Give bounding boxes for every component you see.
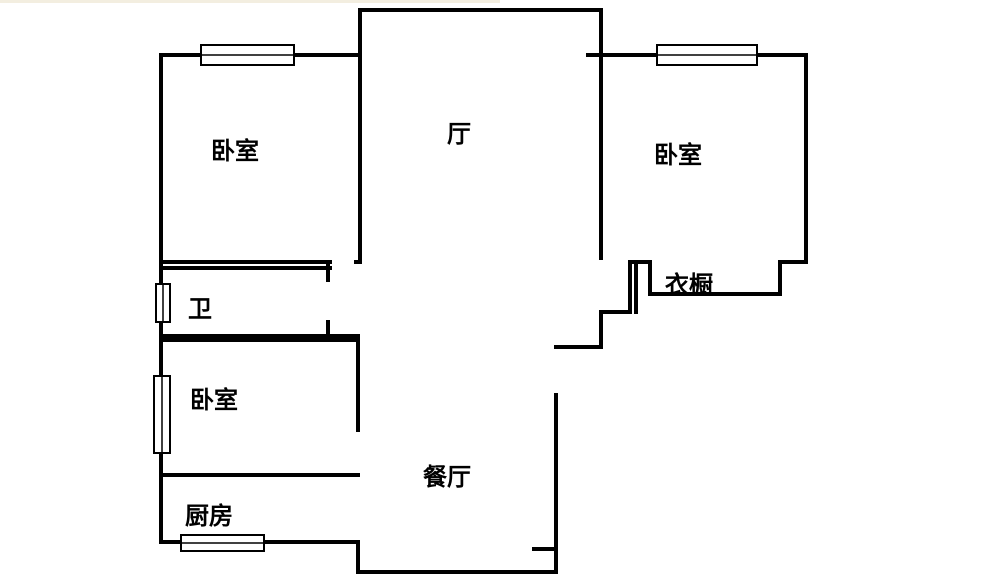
room-labels: 厅 卧室 卧室 衣橱 卫 卧室 餐厅 厨房 — [185, 120, 713, 530]
top-edge-strip — [0, 0, 500, 3]
windows — [153, 44, 758, 552]
right-bedroom-wall — [554, 53, 808, 349]
window-left-bedroom — [200, 44, 295, 66]
label-living-room: 厅 — [447, 120, 471, 148]
label-kitchen: 厨房 — [185, 502, 233, 530]
label-small-bedroom: 卧室 — [190, 386, 238, 414]
label-left-bedroom: 卧室 — [211, 137, 259, 165]
label-right-bedroom: 卧室 — [654, 141, 702, 169]
label-bathroom: 卫 — [188, 295, 212, 323]
window-bathroom — [155, 283, 171, 323]
window-kitchen — [180, 534, 265, 552]
label-wardrobe: 衣橱 — [665, 271, 713, 299]
left-bedroom-wall — [159, 53, 362, 264]
window-small-bedroom — [153, 375, 171, 454]
kitchen-wall — [159, 393, 558, 574]
label-dining-room: 餐厅 — [423, 463, 471, 491]
small-bedroom-wall — [159, 338, 360, 432]
living-room-wall — [358, 8, 603, 262]
window-right-bedroom — [656, 44, 758, 66]
